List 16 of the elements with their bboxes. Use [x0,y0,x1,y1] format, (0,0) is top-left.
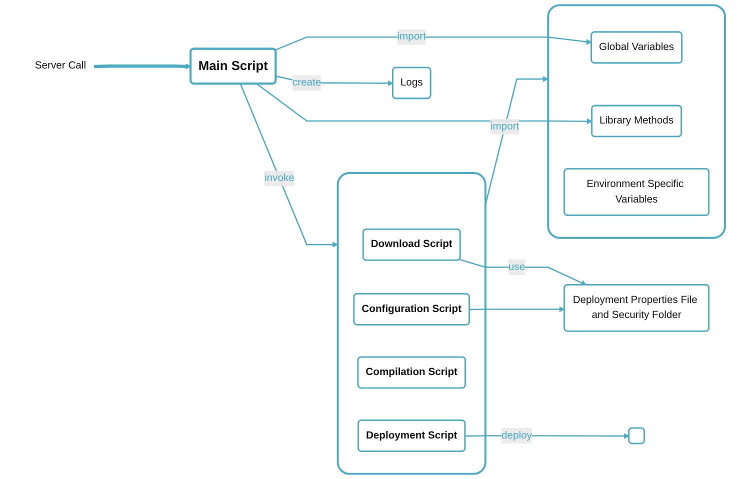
arrow [240,83,338,248]
cluster [548,4,726,239]
cluster [337,172,487,475]
arrow [485,76,549,206]
edge-label: invoke [264,172,295,184]
arrow [256,83,593,124]
arrow [470,306,566,312]
edge-label: deploy [502,430,532,441]
edge-label: use [508,261,526,272]
arrow [275,36,592,51]
edge-label: create [292,77,322,88]
edge-label: import [398,31,426,42]
arrow [94,64,192,70]
node-text: Server Call [35,60,86,72]
edge-label: import [490,120,520,132]
arrow [460,258,588,286]
